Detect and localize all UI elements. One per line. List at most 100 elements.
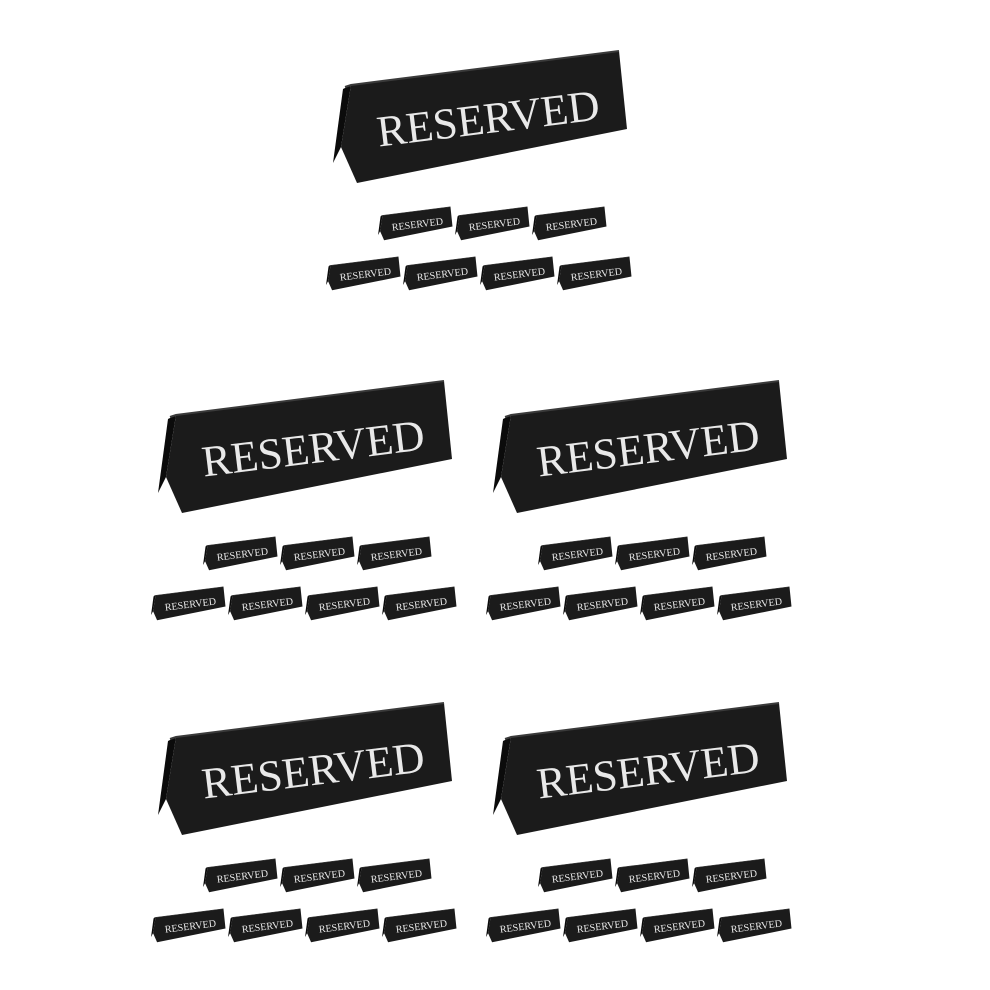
sign-ridge: [617, 536, 688, 547]
sign-ridge: [328, 256, 399, 267]
sign-front-face: [282, 536, 355, 571]
sign-ridge: [617, 858, 688, 869]
small-reserved-sign: RESERVED: [304, 585, 380, 621]
sign-front-face: [166, 703, 452, 835]
small-reserved-sign: RESERVED: [556, 255, 632, 291]
sign-front-face: [501, 381, 787, 513]
sign-side-panel: [305, 595, 310, 616]
small-reserved-sign-graphic: RESERVED: [538, 536, 613, 571]
sign-ridge: [488, 586, 559, 597]
sign-ridge: [694, 858, 765, 869]
sign-ridge: [205, 858, 276, 869]
sign-front-face: [488, 586, 561, 621]
sign-ridge: [540, 536, 611, 547]
small-reserved-sign: RESERVED: [562, 585, 638, 621]
large-reserved-sign: RESERVED: [489, 697, 789, 837]
sign-side-panel: [326, 265, 331, 286]
small-reserved-sign: RESERVED: [485, 907, 561, 943]
sign-ridge: [504, 380, 780, 418]
sign-side-panel: [557, 265, 562, 286]
sign-ridge: [694, 536, 765, 547]
large-reserved-sign-graphic: RESERVED: [493, 380, 787, 513]
sign-front-face: [501, 703, 787, 835]
small-reserved-sign-graphic: RESERVED: [615, 536, 690, 571]
sign-ridge: [307, 908, 378, 919]
sign-ridge: [169, 380, 445, 418]
sign-front-face: [359, 536, 432, 571]
sign-side-panel: [382, 917, 387, 938]
sign-front-face: [482, 256, 555, 291]
small-reserved-sign-graphic: RESERVED: [563, 908, 638, 943]
small-reserved-sign: RESERVED: [381, 585, 457, 621]
small-reserved-sign: RESERVED: [614, 535, 690, 571]
sign-side-panel: [151, 595, 156, 616]
sign-ridge: [359, 536, 430, 547]
small-reserved-sign: RESERVED: [377, 205, 453, 241]
sign-side-panel: [486, 595, 491, 616]
sign-front-face: [694, 858, 767, 893]
small-reserved-sign-graphic: RESERVED: [532, 206, 607, 241]
sign-ridge: [230, 586, 301, 597]
sign-ridge: [559, 256, 630, 267]
sign-front-face: [380, 206, 453, 241]
small-reserved-sign: RESERVED: [356, 535, 432, 571]
small-reserved-sign: RESERVED: [356, 857, 432, 893]
sign-side-panel: [532, 215, 537, 236]
sign-front-face: [457, 206, 530, 241]
small-reserved-sign-graphic: RESERVED: [357, 536, 432, 571]
sign-side-panel: [493, 415, 511, 493]
sign-front-face: [384, 586, 457, 621]
small-reserved-sign-graphic: RESERVED: [640, 908, 715, 943]
sign-side-panel: [357, 545, 362, 566]
sign-side-panel: [203, 867, 208, 888]
small-reserved-sign-graphic: RESERVED: [640, 586, 715, 621]
sign-front-face: [540, 858, 613, 893]
small-reserved-sign-graphic: RESERVED: [455, 206, 530, 241]
small-reserved-sign-graphic: RESERVED: [378, 206, 453, 241]
sign-front-face: [328, 256, 401, 291]
small-reserved-sign-graphic: RESERVED: [326, 256, 401, 291]
sign-front-face: [617, 536, 690, 571]
sign-ridge: [565, 908, 636, 919]
small-reserved-sign-graphic: RESERVED: [228, 586, 303, 621]
sign-side-panel: [493, 737, 511, 815]
large-reserved-sign: RESERVED: [154, 375, 454, 515]
sign-side-panel: [403, 265, 408, 286]
small-reserved-sign-graphic: RESERVED: [280, 858, 355, 893]
large-reserved-sign: RESERVED: [329, 45, 629, 185]
sign-side-panel: [717, 917, 722, 938]
sign-ridge: [405, 256, 476, 267]
sign-front-face: [205, 536, 278, 571]
sign-side-panel: [158, 737, 176, 815]
large-reserved-sign-graphic: RESERVED: [493, 702, 787, 835]
sign-side-panel: [280, 545, 285, 566]
sign-ridge: [230, 908, 301, 919]
small-reserved-sign-graphic: RESERVED: [228, 908, 303, 943]
small-reserved-sign-graphic: RESERVED: [403, 256, 478, 291]
sign-front-face: [565, 908, 638, 943]
sign-front-face: [205, 858, 278, 893]
sign-side-panel: [692, 545, 697, 566]
small-reserved-sign: RESERVED: [562, 907, 638, 943]
sign-side-panel: [228, 917, 233, 938]
small-reserved-sign-graphic: RESERVED: [486, 908, 561, 943]
small-reserved-sign: RESERVED: [537, 535, 613, 571]
sign-ridge: [205, 536, 276, 547]
sign-side-panel: [382, 595, 387, 616]
sign-ridge: [344, 50, 620, 88]
sign-side-panel: [538, 867, 543, 888]
sign-ridge: [307, 586, 378, 597]
large-reserved-sign-graphic: RESERVED: [333, 50, 627, 183]
sign-front-face: [488, 908, 561, 943]
sign-ridge: [719, 586, 790, 597]
small-reserved-sign-graphic: RESERVED: [305, 586, 380, 621]
small-reserved-sign: RESERVED: [150, 585, 226, 621]
sign-ridge: [719, 908, 790, 919]
sign-side-panel: [615, 545, 620, 566]
small-reserved-sign: RESERVED: [150, 907, 226, 943]
sign-ridge: [282, 858, 353, 869]
small-reserved-sign: RESERVED: [639, 907, 715, 943]
